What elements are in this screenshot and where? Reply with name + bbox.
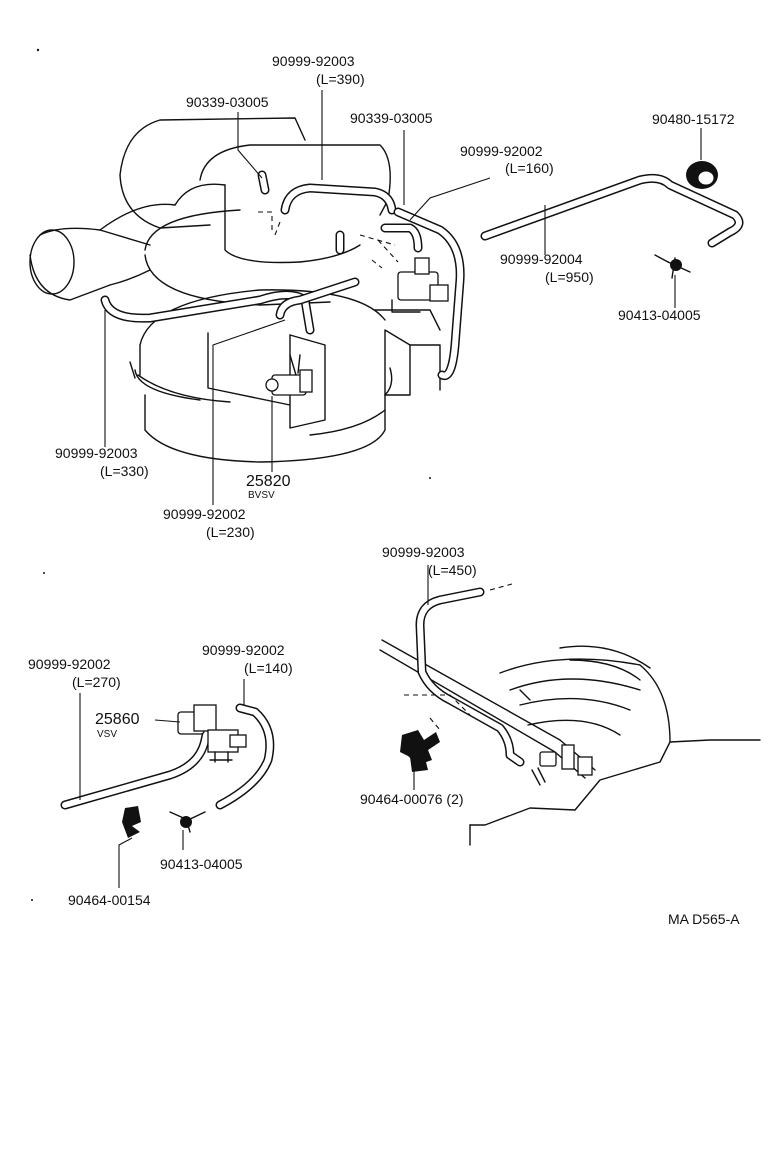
label-hose-160-pn: 90999-92002 (460, 143, 543, 159)
label-clip-b-pn: 90339-03005 (350, 110, 433, 126)
scan-specks (31, 48, 431, 901)
upper-vsv-icon (359, 234, 449, 313)
upper-hoses (100, 170, 744, 380)
label-hose-950-pn: 90999-92004 (500, 251, 583, 267)
label-clamp-pair-pn: 90464-00076 (2) (360, 791, 464, 807)
label-hose-230-len: (L=230) (206, 524, 255, 540)
label-hose-450-len: (L=450) (428, 562, 477, 578)
label-clamp-lower-pn: 90464-00154 (68, 892, 151, 908)
label-hose-230-pn: 90999-92002 (163, 506, 246, 522)
label-hose-390-pn: 90999-92003 (272, 53, 355, 69)
label-hose-950-len: (L=950) (545, 269, 594, 285)
label-hose-140-pn: 90999-92002 (202, 642, 285, 658)
label-bvsv: BVSV (248, 490, 275, 501)
lower-right-assembly (379, 583, 761, 846)
label-tee-lower-pn: 90413-04005 (160, 856, 243, 872)
label-hose-390-len: (L=390) (316, 71, 365, 87)
part-labels: 90999-92003 (L=390) 90339-03005 90339-03… (28, 53, 740, 927)
label-hose-330-len: (L=330) (100, 463, 149, 479)
upper-tee-icon (654, 254, 691, 279)
upper-dashed-guides (258, 211, 383, 269)
label-vsv: VSV (97, 729, 117, 740)
label-tee-upper-pn: 90413-04005 (618, 307, 701, 323)
label-vsv-pn: 25860 (95, 711, 140, 728)
drawing-id: MA D565-A (668, 911, 740, 927)
label-hose-270-len: (L=270) (72, 674, 121, 690)
label-hose-330-pn: 90999-92003 (55, 445, 138, 461)
label-clip-a-pn: 90339-03005 (186, 94, 269, 110)
label-hose-270-pn: 90999-92002 (28, 656, 111, 672)
grommet-icon (686, 161, 718, 189)
lower-right-leaders (413, 565, 429, 790)
label-grommet-pn: 90480-15172 (652, 111, 735, 127)
lower-left-assembly (60, 703, 275, 838)
lower-left-leaders (79, 679, 245, 888)
bvsv-icon (265, 354, 313, 396)
label-hose-450-pn: 90999-92003 (382, 544, 465, 560)
label-bvsv-pn: 25820 (246, 473, 291, 490)
air-cleaner-assembly (29, 117, 441, 463)
upper-leaders (104, 90, 702, 505)
label-hose-160-len: (L=160) (505, 160, 554, 176)
label-hose-140-len: (L=140) (244, 660, 293, 676)
